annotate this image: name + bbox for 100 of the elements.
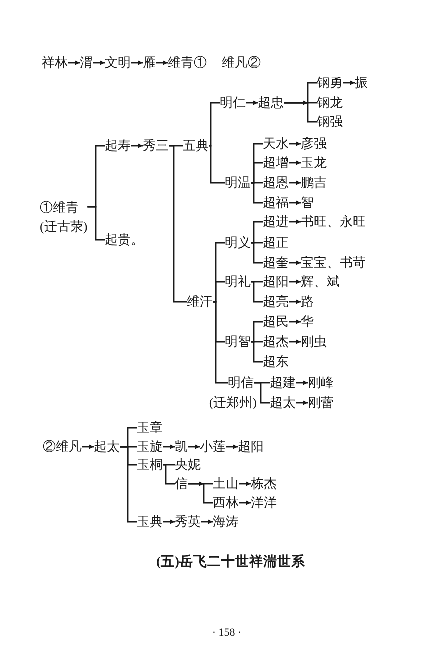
arrow xyxy=(226,444,238,450)
person-name: 超进 xyxy=(263,214,289,230)
arrow xyxy=(296,400,308,406)
person-name: 五典 xyxy=(183,138,209,154)
arrow xyxy=(289,160,301,166)
migration-note: (迁郑州) xyxy=(209,395,257,411)
arrow xyxy=(93,60,105,66)
bracket-line xyxy=(209,102,220,147)
person-name: 书旺、永旺 xyxy=(301,214,366,230)
arrow xyxy=(68,60,80,66)
person-name: 玉典 xyxy=(137,514,163,530)
person-name: 洋洋 xyxy=(251,495,277,511)
person-name: 文明 xyxy=(105,55,131,71)
arrow xyxy=(201,520,213,524)
bracket-line xyxy=(251,321,263,343)
person-name: ①维青 xyxy=(40,200,79,214)
person-name: 明义 xyxy=(225,235,251,251)
arrow xyxy=(289,200,301,206)
person-name: 雁 xyxy=(143,55,156,71)
arrow xyxy=(289,280,301,284)
person-name: 钢勇 xyxy=(317,75,343,91)
person-name: 刚峰 xyxy=(308,375,334,391)
person-name: 玉桐 xyxy=(137,457,163,473)
person-name: 信 xyxy=(175,476,188,492)
arrow xyxy=(246,100,258,106)
person-name: 超增 xyxy=(263,155,289,171)
bracket-line xyxy=(88,206,105,241)
person-name: 海涛 xyxy=(213,514,239,530)
person-name: 宝宝、书苛 xyxy=(301,255,366,271)
bracket-line xyxy=(203,483,213,485)
person-name: 超正 xyxy=(263,235,289,251)
person-name: 智 xyxy=(301,195,314,211)
person-name: 渭 xyxy=(80,55,93,71)
person-name: 秀英 xyxy=(175,514,201,530)
person-name: 振 xyxy=(355,75,368,91)
person-name: 超太 xyxy=(270,395,296,411)
person-name: 起贵。 xyxy=(105,232,144,248)
bracket-line xyxy=(251,281,263,303)
person-name: 超奎 xyxy=(263,255,289,271)
person-name: 超建 xyxy=(270,375,296,391)
arrow xyxy=(289,142,301,146)
person-name: 超恩 xyxy=(263,175,289,191)
arrow xyxy=(239,482,251,486)
arrow xyxy=(289,220,301,224)
page-number: · 158 · xyxy=(212,626,242,641)
person-name: 超忠 xyxy=(258,95,284,111)
person-name: 超阳 xyxy=(263,274,289,290)
bracket-line xyxy=(251,162,263,184)
arrow xyxy=(343,80,355,86)
arrow xyxy=(131,60,143,66)
bracket-line xyxy=(251,341,263,363)
person-name: 西林 xyxy=(213,495,239,511)
arrow xyxy=(289,180,301,186)
person-name: 超阳 xyxy=(238,439,264,455)
arrow xyxy=(82,444,94,450)
arrow xyxy=(289,300,301,304)
person-name: 栋杰 xyxy=(251,476,277,492)
person-name: 超东 xyxy=(263,354,289,370)
bracket-line xyxy=(251,221,263,244)
bracket-line xyxy=(169,145,187,303)
person-name: 刚蕾 xyxy=(308,395,334,411)
person-name: 明智 xyxy=(225,334,251,350)
person-name: 华 xyxy=(301,314,314,330)
person-name: 鹏吉 xyxy=(301,175,327,191)
arrow xyxy=(289,260,301,266)
person-name: 凯 xyxy=(175,439,188,455)
person-name: 彦强 xyxy=(301,136,327,152)
person-name: 钢龙 xyxy=(317,95,343,111)
arrow xyxy=(289,320,301,324)
person-name: 明信 xyxy=(228,375,254,391)
arrow xyxy=(156,60,168,66)
arrow xyxy=(188,444,200,450)
person-name: 超亮 xyxy=(263,294,289,310)
arrow xyxy=(239,500,251,506)
person-name: 小莲 xyxy=(200,439,226,455)
person-name: ②维凡 xyxy=(43,439,82,455)
bracket-line xyxy=(213,301,228,384)
person-name: 央妮 xyxy=(175,457,201,473)
person-name: 维青① xyxy=(168,55,207,71)
bracket-line xyxy=(251,182,263,204)
person-name: 明温 xyxy=(225,175,251,191)
person-name: 路 xyxy=(301,294,314,310)
person-name: 超民 xyxy=(263,314,289,330)
bracket-line xyxy=(254,382,270,404)
person-name: 超福 xyxy=(263,195,289,211)
bracket-line xyxy=(188,483,213,504)
person-name: 超杰 xyxy=(263,334,289,350)
person-name: 钢强 xyxy=(317,114,343,130)
migration-note: (迁古荥) xyxy=(40,218,88,234)
bracket-line xyxy=(284,102,317,123)
arrow xyxy=(289,340,301,344)
person-name: 天水 xyxy=(263,136,289,152)
person-name: 玉龙 xyxy=(301,155,327,171)
person-name: 祥林 xyxy=(42,55,68,71)
person-name: 土山 xyxy=(213,476,239,492)
person-name: 起太 xyxy=(94,439,120,455)
arrow xyxy=(163,520,175,524)
person-name: 起寿 xyxy=(105,138,131,154)
bracket-line xyxy=(163,464,175,485)
bracket-line xyxy=(307,102,317,104)
